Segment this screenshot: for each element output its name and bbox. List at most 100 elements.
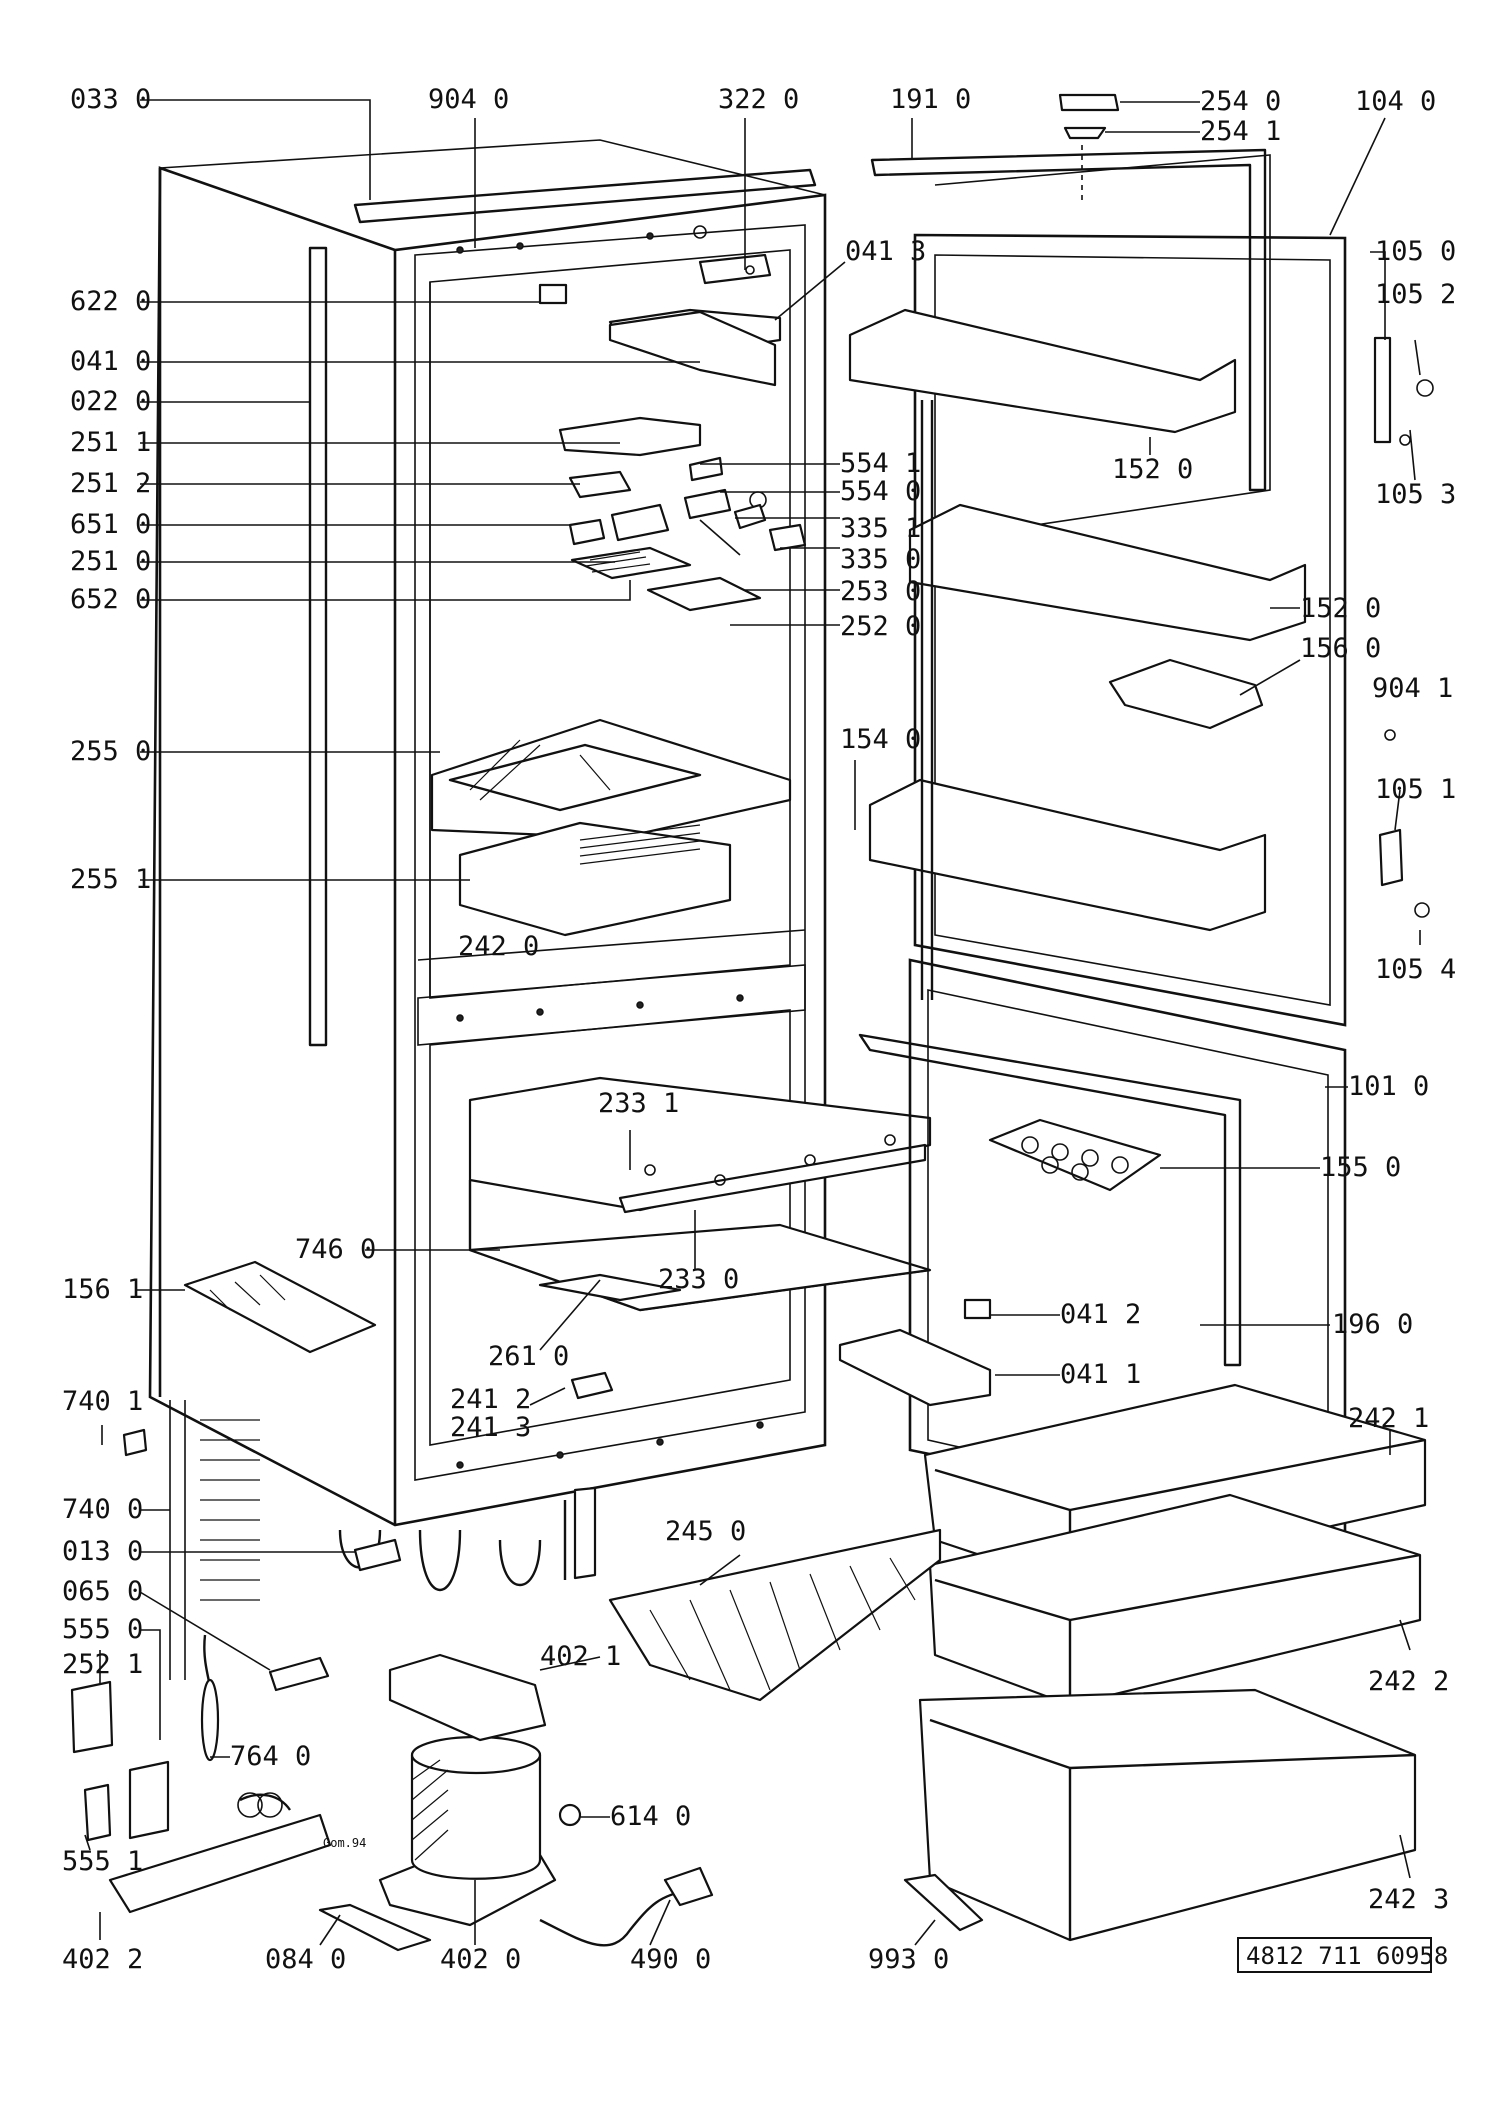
relay-614 [558,1803,582,1827]
callout-labels: 033 0 904 0 322 0 191 0 254 0 254 1 104 … [62,84,1456,1975]
callout: 254 1 [1200,116,1281,147]
callout: 233 1 [598,1088,679,1119]
callout: 155 0 [1320,1152,1401,1183]
callout: 904 0 [428,84,509,115]
top-cap-254 [1058,93,1120,112]
callout: 904 1 [1372,673,1453,704]
foot-084 [318,1903,432,1952]
screw-904-1 [1384,729,1396,741]
callout: 651 0 [70,509,151,540]
document-number-box [1237,1937,1432,1973]
callout: 554 0 [840,476,921,507]
callout: 242 2 [1368,1666,1449,1697]
callout: 402 0 [440,1944,521,1975]
callout: 245 0 [665,1516,746,1547]
callout: 614 0 [610,1801,691,1832]
callout: 242 1 [1348,1403,1429,1434]
thermostat-light-assembly [538,253,807,612]
callout: 993 0 [868,1944,949,1975]
callout: 251 1 [70,427,151,458]
callout: 105 4 [1375,954,1456,985]
dryer-065 [268,1656,330,1692]
callout: 104 0 [1355,86,1436,117]
callout: 252 1 [62,1649,143,1680]
callout: 251 2 [70,468,151,499]
callout: 041 1 [1060,1359,1141,1390]
callout: 105 2 [1375,279,1456,310]
scraper-993 [903,1873,984,1932]
callout: 622 0 [70,286,151,317]
sketch-note: Gom.94 [323,1836,366,1850]
lower-door-101 [858,958,1347,1542]
drawer-242-2 [928,1493,1422,1707]
callout: 746 0 [295,1234,376,1265]
callout: 490 0 [630,1944,711,1975]
callout: 764 0 [230,1741,311,1772]
callout: 041 3 [845,236,926,267]
glass-shelf-255 [430,718,792,840]
cover-252-1 [70,1680,114,1754]
block-241 [570,1371,614,1400]
callout: 041 0 [70,346,151,377]
callout: 402 2 [62,1944,143,1975]
document-number: 4812 711 60958 [1246,1942,1448,1970]
freezer-evaporator-plates [468,1076,932,1312]
bracket-105-1 [1378,828,1404,887]
callout: 065 0 [62,1576,143,1607]
callout: 322 0 [718,84,799,115]
callout: 152 0 [1112,454,1193,485]
callout: 740 1 [62,1386,143,1417]
screw-105-3 [1399,434,1411,446]
callout: 084 0 [265,1944,346,1975]
cabinet-body [148,139,827,1527]
callout: 242 3 [1368,1884,1449,1915]
callout: 152 0 [1300,593,1381,624]
callout: 191 0 [890,84,971,115]
relay-555-0 [128,1760,170,1840]
callout: 105 0 [1375,236,1456,267]
callout: 242 0 [458,931,539,962]
callout: 253 0 [840,576,921,607]
callout: 255 0 [70,736,151,767]
callout: 041 2 [1060,1299,1141,1330]
side-rail-022 [308,246,328,1047]
callout: 154 0 [840,724,921,755]
callout: 254 0 [1200,86,1281,117]
handle-105 [1373,336,1392,444]
callout: 022 0 [70,386,151,417]
clip-254-1 [1063,126,1107,140]
callout: 261 0 [488,1341,569,1372]
hinge-041-2 [963,1298,992,1320]
callout: 252 0 [840,611,921,642]
compressor-402 [378,1735,557,1927]
callout: 251 0 [70,546,151,577]
callout: 335 1 [840,513,921,544]
callout: 555 1 [62,1846,143,1877]
support-402-1 [388,1653,547,1742]
screw-105-2 [1416,379,1434,397]
power-cord-490 [539,1888,691,1947]
relay-555-1 [83,1783,112,1842]
bracket-402-2 [108,1813,332,1914]
screw-105-4 [1414,902,1430,918]
callout: 196 0 [1332,1309,1413,1340]
clip-740-1 [122,1428,148,1457]
callout: 255 1 [70,864,151,895]
callout: 101 0 [1348,1071,1429,1102]
upper-door-104 [848,148,1347,1027]
callout: 105 3 [1375,479,1456,510]
callout: 105 1 [1375,774,1456,805]
callout: 013 0 [62,1536,143,1567]
callout: 241 2 [450,1384,531,1415]
hinge-041-0 [608,310,777,387]
ice-tray-156-1 [183,1260,377,1354]
leader-lines [84,99,1421,1946]
callout: 033 0 [70,84,151,115]
wire-shelf-245 [608,1528,942,1702]
callout: 740 0 [62,1494,143,1525]
drawer-242-0 [458,821,732,937]
hinge-041-1 [838,1328,992,1407]
callout: 156 1 [62,1274,143,1305]
callout: 335 0 [840,544,921,575]
